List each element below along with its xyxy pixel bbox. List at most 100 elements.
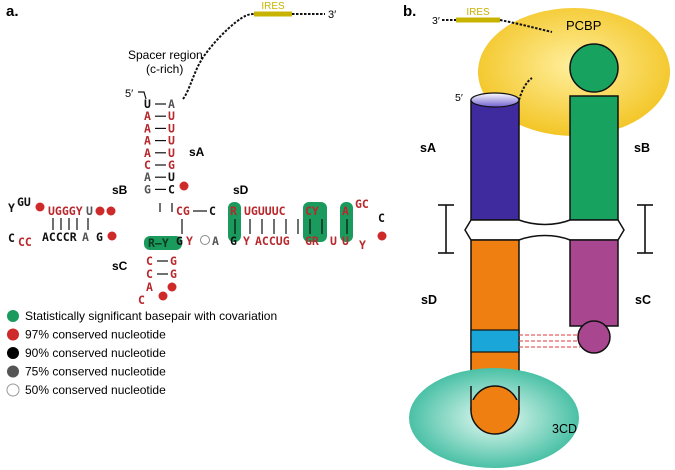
sC-label-a: sC	[112, 259, 128, 273]
sC-label-b: sC	[635, 293, 651, 307]
sD-label-a: sD	[233, 183, 249, 197]
sA-right-nt: U	[168, 134, 175, 148]
sB-arm: Y GU UGGGY U C CC ACCCR A G	[8, 195, 117, 249]
sB-loop-dot	[35, 202, 45, 212]
sD-basepair-bars	[181, 219, 348, 234]
sA-right-nt: U	[168, 109, 175, 123]
sD-top-box3: A	[342, 204, 349, 218]
sC-left-nt: C	[146, 254, 153, 268]
sA-right-nt: A	[168, 97, 175, 111]
spacer-title: Spacer region	[128, 48, 203, 62]
sB-label-a: sB	[112, 183, 128, 197]
sA-left-nt: G	[144, 182, 151, 196]
sC-pair-top: R–Y	[148, 236, 169, 250]
free-a: A	[212, 234, 219, 248]
legend-text: 75% conserved nucleotide	[25, 365, 166, 379]
sA-left-nt: A	[144, 121, 151, 135]
panel-a-label: a.	[6, 3, 19, 20]
four-way-junction	[464, 219, 625, 241]
three-prime-a: 3′	[328, 9, 336, 21]
sD-covariation-box-2	[303, 202, 327, 242]
sD-bottom-seq: ACCUG	[255, 234, 290, 248]
sD-bottom-box3: U	[342, 234, 349, 248]
3cd-label: 3CD	[552, 422, 577, 436]
sD-arm: CG C R UGUUUC CY A GC C G Y A G Y ACCUG …	[176, 197, 387, 252]
sD-bottom-end: Y	[359, 238, 366, 252]
sB-top-after: U	[86, 204, 93, 218]
sD-bottom-box2: GR	[305, 234, 319, 248]
sD-loop-dot	[377, 231, 387, 241]
sD-bottom-g: G	[176, 234, 183, 248]
left-ibeam	[438, 204, 454, 254]
sD-bottom-g2: G	[230, 234, 237, 248]
five-prime-b: 5′	[455, 92, 463, 104]
sC-left-nt: C	[146, 267, 153, 281]
sA-dot	[179, 181, 189, 191]
sD-top-box2: CY	[305, 204, 319, 218]
legend-swatch	[7, 328, 19, 341]
legend-text: Statistically significant basepair with …	[25, 309, 277, 323]
sA-left-nt: A	[144, 134, 151, 148]
sD-blue-box	[470, 329, 520, 353]
sD-bottom-y1: Y	[186, 234, 193, 248]
legend-swatch	[7, 310, 19, 322]
sB-top-seq: UGGGY	[48, 204, 83, 218]
sA-right-nt: U	[168, 146, 175, 160]
sD-top-seq: UGUUUC	[244, 204, 286, 218]
right-ibeam	[637, 204, 653, 254]
sB-basepair-bars	[52, 218, 89, 230]
sD-bottom-y: Y	[243, 234, 250, 248]
ires-label-b: IRES	[466, 7, 490, 18]
sB-bottom-dot	[107, 231, 117, 241]
legend: Statistically significant basepair with …	[6, 309, 277, 397]
sA-right-nt: U	[168, 170, 175, 184]
legend-swatch	[6, 383, 20, 397]
sC-loop-dot	[158, 291, 168, 301]
pcbp-label: PCBP	[566, 18, 601, 33]
sD-bottom-box3-lead: U	[330, 234, 337, 248]
sC-cylinder	[569, 239, 619, 327]
sC-dot	[167, 282, 177, 292]
sA-label-b: sA	[420, 141, 436, 155]
sC-loop-circle	[577, 320, 611, 354]
sB-loop-circle	[569, 43, 619, 93]
free-a-dot	[200, 235, 210, 245]
sA-left-nt: C	[144, 158, 151, 172]
five-prime-a: 5′	[125, 88, 133, 100]
sC-right-nt: G	[170, 254, 177, 268]
sC-loop-nt: C	[138, 293, 145, 307]
sB-top-dot-2	[106, 206, 116, 216]
sA-right-nt: G	[168, 158, 175, 172]
sB-loop-y: Y	[8, 201, 15, 215]
sA-cap	[470, 92, 520, 108]
legend-text: 50% conserved nucleotide	[25, 383, 166, 397]
sD-top-box1: R	[230, 204, 237, 218]
sC-covariation-box	[144, 236, 182, 250]
sA-left-nt: A	[144, 109, 151, 123]
panel-b-label: b.	[403, 3, 416, 20]
sD-loop-c: C	[378, 211, 385, 225]
sA-left-nt: U	[144, 97, 151, 111]
sD-top-start: CG	[176, 204, 190, 218]
sB-top-dot-1	[95, 206, 105, 216]
sA-to-pcbp-chain	[518, 77, 533, 101]
sB-bottom-seq: ACCCR	[42, 230, 77, 244]
sA-label-a: sA	[189, 145, 205, 159]
legend-text: 90% conserved nucleotide	[25, 346, 166, 360]
five-prime-hook	[138, 91, 147, 100]
legend-swatch	[7, 365, 19, 378]
sB-left-c: C	[8, 231, 15, 245]
sC-left-nt: A	[146, 280, 153, 294]
ires-to-pcbp-chain	[499, 19, 553, 33]
sB-label-b: sB	[634, 141, 650, 155]
sD-top-end: GC	[355, 197, 369, 211]
sA-left-nt: A	[144, 146, 151, 160]
sD-top-c: C	[209, 204, 216, 218]
sA-right-nt: U	[168, 121, 175, 135]
sA-cylinder	[470, 99, 520, 221]
sB-bottom-left: CC	[18, 235, 32, 249]
sB-cylinder	[569, 95, 619, 221]
